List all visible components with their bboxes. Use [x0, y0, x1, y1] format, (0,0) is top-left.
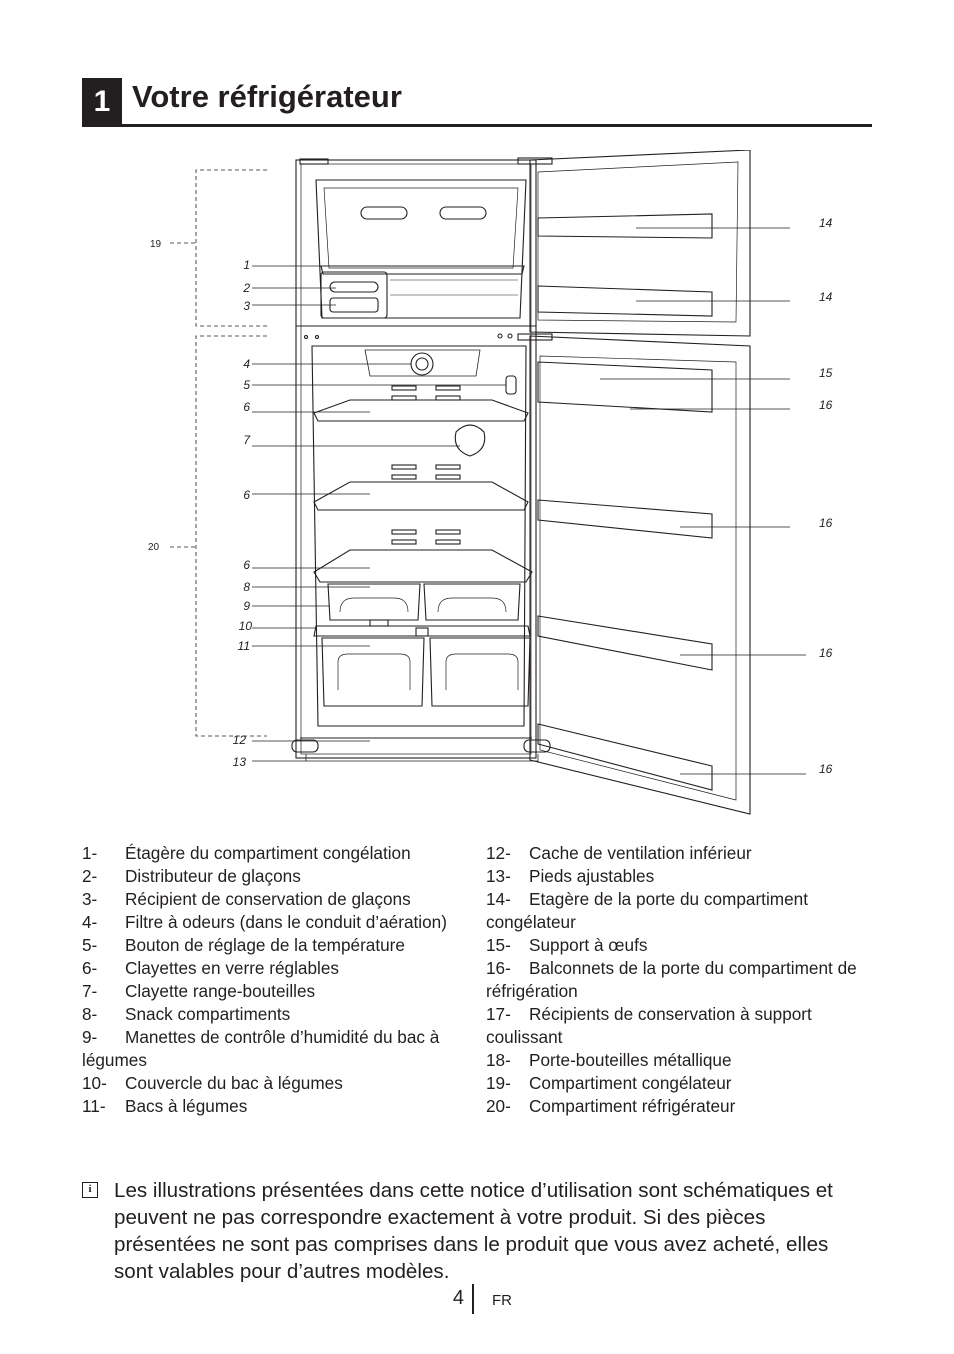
legend-left: 1-Étagère du compartiment congélation 2-…	[82, 842, 457, 1118]
info-note-text: Les illustrations présentées dans cette …	[114, 1179, 833, 1283]
callout-10: 10	[239, 619, 253, 633]
freezer-shelf	[320, 265, 525, 275]
legend-item: 15-Support à œufs	[486, 935, 648, 955]
section-heading: 1 Votre réfrigérateur	[82, 78, 872, 127]
odor-filter	[410, 352, 434, 376]
fridge-cavity	[311, 345, 527, 727]
legend-item: 4-Filtre à odeurs (dans le conduit d’aér…	[82, 912, 447, 932]
snack-compartment-right	[423, 583, 521, 621]
legend-item: 1-Étagère du compartiment congélation	[82, 843, 411, 863]
legend-item: 16-Balconnets de la porte du compartimen…	[486, 958, 857, 1001]
door-balcony-3	[537, 723, 713, 791]
callout-20: 20	[148, 542, 160, 553]
glass-shelf-middle	[313, 481, 529, 511]
callout-6-middle: 6	[243, 488, 250, 502]
temperature-knob	[505, 375, 517, 395]
adjustable-foot-left	[291, 739, 319, 753]
freezer-door-shelf-lower	[537, 285, 713, 317]
callout-2: 2	[242, 281, 250, 295]
info-note: i Les illustrations présentées dans cett…	[82, 1177, 862, 1285]
bottle-rack	[454, 424, 486, 457]
legend-item: 12-Cache de ventilation inférieur	[486, 843, 752, 863]
legend-item: 10-Couvercle du bac à légumes	[82, 1073, 343, 1093]
legend-right: 12-Cache de ventilation inférieur 13-Pie…	[486, 842, 866, 1118]
glass-shelf-upper	[313, 399, 529, 422]
callout-19: 19	[150, 239, 162, 250]
callout-8: 8	[243, 580, 250, 594]
crisper-drawer-right	[429, 637, 531, 707]
cabinet-outline	[295, 159, 537, 759]
language-code: FR	[492, 1292, 512, 1309]
callout-16-first: 16	[819, 398, 833, 412]
legend-item: 8-Snack compartiments	[82, 1004, 291, 1024]
freezer-door	[529, 150, 751, 337]
callout-9: 9	[243, 599, 250, 613]
callout-6-upper: 6	[243, 400, 250, 414]
callout-1: 1	[243, 258, 250, 272]
egg-holder	[537, 361, 713, 413]
legend-item: 5-Bouton de réglage de la température	[82, 935, 405, 955]
legend-item: 11-Bacs à légumes	[82, 1096, 248, 1116]
snack-compartment-left	[327, 583, 421, 621]
refrigerator-diagram: 1 2 3 4 5 6 7 6 6 8 9 10 11 12 13 14 14 …	[148, 150, 833, 815]
legend-item: 6-Clayettes en verre réglables	[82, 958, 339, 978]
callout-6-lower: 6	[243, 558, 250, 572]
info-icon: i	[82, 1182, 98, 1198]
page-title: Votre réfrigérateur	[132, 79, 402, 114]
glass-shelf-lower	[313, 549, 533, 583]
legend-item: 14-Etagère de la porte du compartiment c…	[486, 889, 808, 932]
callout-12: 12	[233, 733, 247, 747]
section-number: 1	[82, 78, 122, 126]
fridge-bracket	[195, 335, 267, 737]
adjustable-foot-right	[523, 739, 551, 753]
legend-item: 2-Distributeur de glaçons	[82, 866, 301, 886]
freezer-cavity	[315, 179, 527, 319]
callout-15: 15	[819, 366, 833, 380]
callout-3: 3	[243, 299, 250, 313]
callout-14-upper: 14	[819, 216, 833, 230]
callout-4: 4	[243, 357, 250, 371]
crisper-drawer-left	[321, 637, 425, 707]
legend-item: 18-Porte-bouteilles métallique	[486, 1050, 732, 1070]
callout-14-lower: 14	[819, 290, 833, 304]
callout-5: 5	[243, 378, 250, 392]
door-balcony-2	[537, 615, 713, 671]
callout-7: 7	[243, 433, 251, 447]
freezer-bracket	[195, 169, 267, 327]
ice-dispenser	[320, 271, 388, 319]
heading-rule	[82, 124, 872, 127]
legend-item: 9-Manettes de contrôle d’humidité du bac…	[82, 1027, 440, 1070]
legend-item: 13-Pieds ajustables	[486, 866, 655, 886]
callout-16-second: 16	[819, 516, 833, 530]
legend-item: 7-Clayette range-bouteilles	[82, 981, 316, 1001]
footer-divider	[472, 1284, 474, 1314]
legend-item: 17-Récipients de conservation à support …	[486, 1004, 812, 1047]
callout-11: 11	[238, 639, 250, 653]
legend-item: 3-Récipient de conservation de glaçons	[82, 889, 411, 909]
callout-13: 13	[233, 755, 247, 769]
callout-16-third: 16	[819, 646, 833, 660]
freezer-door-shelf-upper	[537, 213, 713, 239]
door-balcony-1	[537, 499, 713, 539]
legend-item: 20-Compartiment réfrigérateur	[486, 1096, 736, 1116]
legend-item: 19-Compartiment congélateur	[486, 1073, 732, 1093]
callout-16-fourth: 16	[819, 762, 833, 776]
page-number: 4	[452, 1287, 464, 1309]
fridge-door	[529, 335, 751, 815]
